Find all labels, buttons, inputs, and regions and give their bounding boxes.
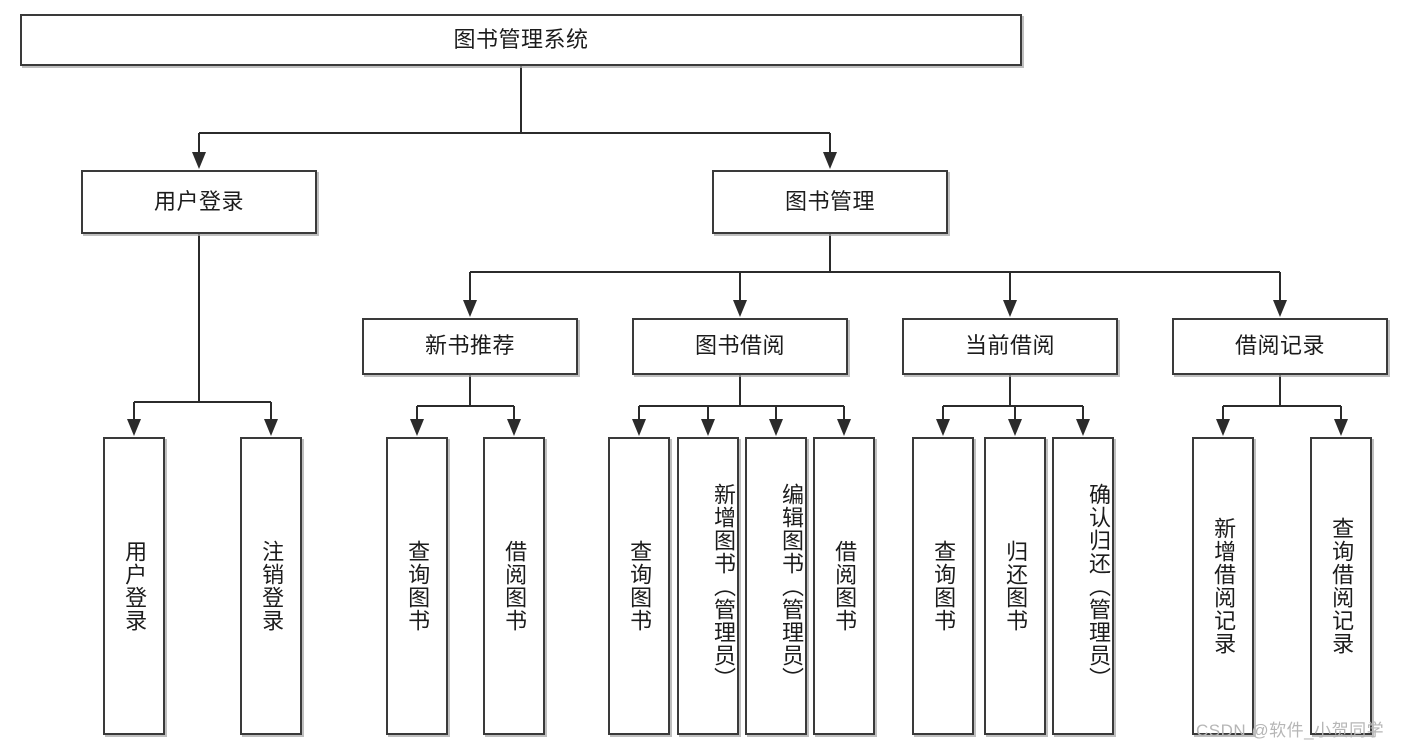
node-book-borrow[interactable]: 图书借阅 <box>632 318 848 375</box>
node-leaf-query-book-1[interactable]: 查询图书 <box>386 437 448 735</box>
node-label: 借阅图书 <box>502 540 528 632</box>
node-label: 用户登录 <box>122 540 148 632</box>
node-leaf-query-book-2[interactable]: 查询图书 <box>608 437 670 735</box>
connector-arrowhead <box>701 419 715 436</box>
node-leaf-add-book[interactable]: 新增图书（管理员） <box>677 437 739 735</box>
node-label: 借阅记录 <box>1234 333 1325 359</box>
node-leaf-logout[interactable]: 注销登录 <box>240 437 302 735</box>
connector-arrowhead <box>936 419 950 436</box>
connector-arrowhead <box>632 419 646 436</box>
node-leaf-edit-book[interactable]: 编辑图书（管理员） <box>745 437 807 735</box>
node-label: 归还图书 <box>1003 540 1029 632</box>
connector-arrowhead <box>1273 300 1287 317</box>
node-user-login[interactable]: 用户登录 <box>81 170 317 234</box>
node-leaf-query-record[interactable]: 查询借阅记录 <box>1310 437 1372 735</box>
connector-arrowhead <box>127 419 141 436</box>
connector-arrowhead <box>463 300 477 317</box>
node-leaf-return-book[interactable]: 归还图书 <box>984 437 1046 735</box>
node-label: 查询图书 <box>405 540 431 632</box>
node-label: 新增借阅记录 <box>1211 517 1237 655</box>
node-leaf-borrow-book-1[interactable]: 借阅图书 <box>483 437 545 735</box>
node-root[interactable]: 图书管理系统 <box>20 14 1022 66</box>
node-borrow-record[interactable]: 借阅记录 <box>1172 318 1388 375</box>
node-label: 注销登录 <box>259 540 285 632</box>
node-leaf-confirm-return[interactable]: 确认归还（管理员） <box>1052 437 1114 735</box>
node-label: 当前借阅 <box>964 333 1055 359</box>
connector-arrowhead <box>1334 419 1348 436</box>
node-leaf-add-record[interactable]: 新增借阅记录 <box>1192 437 1254 735</box>
connector-arrowhead <box>1076 419 1090 436</box>
connector-arrowhead <box>507 419 521 436</box>
node-book-manage[interactable]: 图书管理 <box>712 170 948 234</box>
node-leaf-query-book-3[interactable]: 查询图书 <box>912 437 974 735</box>
node-label: 图书管理 <box>784 188 875 214</box>
node-label: 新书推荐 <box>424 333 515 359</box>
connector-arrowhead <box>823 152 837 169</box>
node-new-book-rec[interactable]: 新书推荐 <box>362 318 578 375</box>
connector-arrowhead <box>769 419 783 436</box>
node-leaf-borrow-book-2[interactable]: 借阅图书 <box>813 437 875 735</box>
node-label: 查询图书 <box>931 540 957 632</box>
node-label: 借阅图书 <box>832 540 858 632</box>
connector-arrowhead <box>264 419 278 436</box>
connector-arrowhead <box>1216 419 1230 436</box>
node-label: 新增图书（管理员） <box>711 482 736 690</box>
node-leaf-user-login[interactable]: 用户登录 <box>103 437 165 735</box>
connector-arrowhead <box>733 300 747 317</box>
node-label: 图书管理系统 <box>453 26 589 52</box>
node-label: 图书借阅 <box>694 333 785 359</box>
connector-arrowhead <box>1008 419 1022 436</box>
node-label: 查询借阅记录 <box>1329 517 1355 655</box>
watermark-label: CSDN @软件_小贺同学 <box>1196 721 1385 740</box>
connector-arrowhead <box>192 152 206 169</box>
node-label: 确认归还（管理员） <box>1086 482 1111 690</box>
node-label: 编辑图书（管理员） <box>779 482 804 690</box>
node-label: 查询图书 <box>627 540 653 632</box>
node-current-borrow[interactable]: 当前借阅 <box>902 318 1118 375</box>
node-label: 用户登录 <box>153 188 244 214</box>
connector-arrowhead <box>1003 300 1017 317</box>
connector-arrowhead <box>837 419 851 436</box>
connector-arrowhead <box>410 419 424 436</box>
